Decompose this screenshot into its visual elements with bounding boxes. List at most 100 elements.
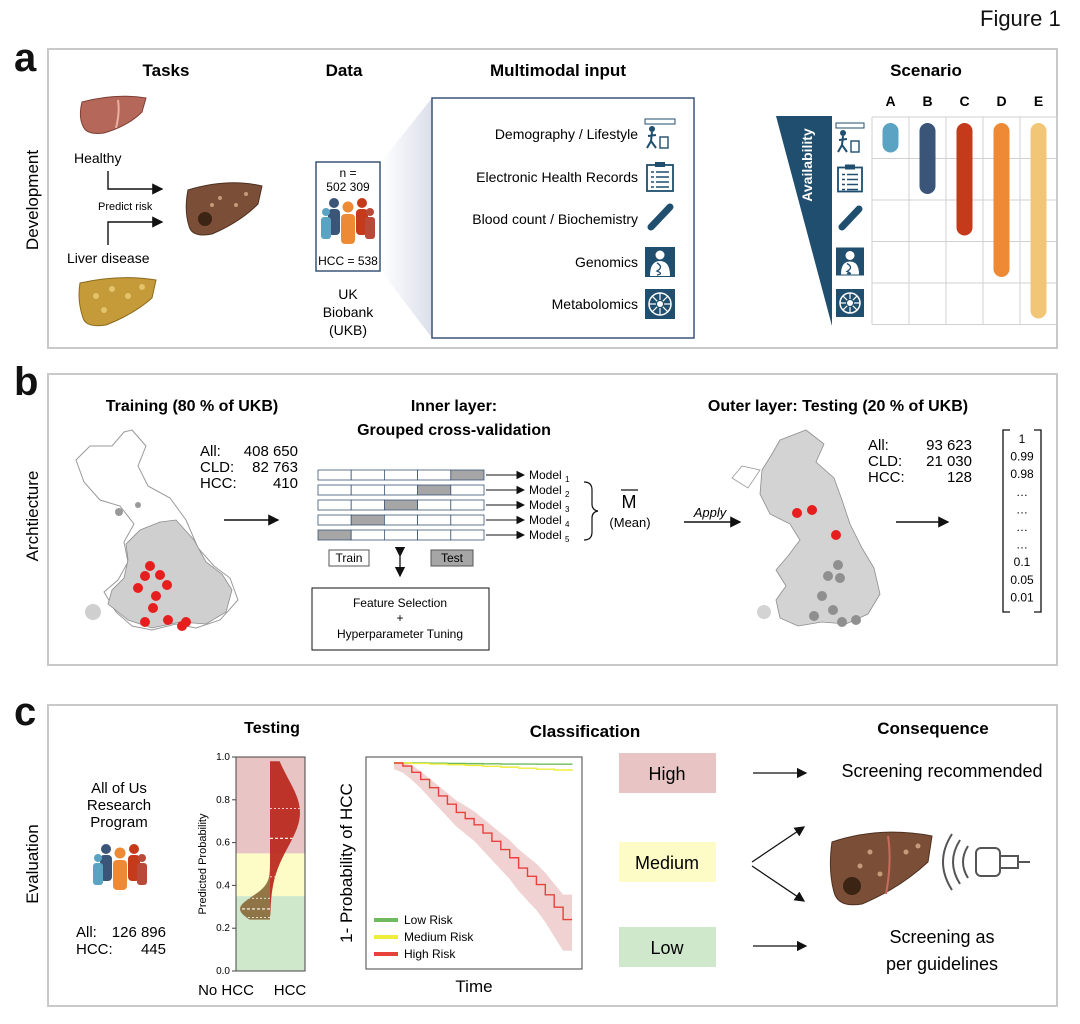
stat-value: 126 896 xyxy=(112,924,166,941)
modality-item: Genomics xyxy=(575,247,675,277)
n-label: n = xyxy=(339,166,356,180)
cv-fold-test xyxy=(383,499,418,511)
stat-label: HCC: xyxy=(868,469,905,486)
scenario-bar xyxy=(956,123,973,236)
violin-axes-frame xyxy=(235,756,306,972)
model-subscript: 1 xyxy=(565,475,570,484)
medium-arrow-down xyxy=(751,865,806,902)
zoom-connector xyxy=(381,98,432,338)
test-tube-icon xyxy=(647,203,674,231)
cv-fold-train xyxy=(383,469,418,481)
consequence-low-line1: Screening as xyxy=(889,927,994,947)
fatty-liver-icon xyxy=(78,277,157,327)
cv-fold-train xyxy=(450,514,485,526)
scenario-column-label: C xyxy=(959,93,969,109)
risk-box-medium xyxy=(619,842,716,882)
modality-item: Demography / Lifestyle xyxy=(495,118,676,149)
uk-map-training xyxy=(75,429,239,631)
stat-label: All: xyxy=(200,443,221,460)
train-legend-label: Train xyxy=(336,551,363,565)
vector-value: 0.99 xyxy=(1010,450,1034,464)
modality-label: Metabolomics xyxy=(552,296,638,312)
assessment-centre-dot xyxy=(151,591,161,601)
risk-box-label: High xyxy=(648,764,685,784)
population-icon-aou xyxy=(93,844,147,890)
cv-fold-train xyxy=(417,514,452,526)
risk-box-low xyxy=(619,927,716,967)
cv-fold-train xyxy=(350,484,385,496)
assessment-centre-dot xyxy=(133,583,143,593)
medium-arrow-up xyxy=(751,826,806,863)
panel-b-side-label: Archtiecture xyxy=(23,471,42,562)
cv-fold-train xyxy=(383,514,418,526)
vector-value: 0.98 xyxy=(1010,467,1034,481)
cancer-liver-icon xyxy=(185,182,263,236)
uk-map-testing xyxy=(731,429,881,627)
cv-fold-train xyxy=(383,529,418,541)
stat-label: CLD: xyxy=(200,459,234,476)
assessment-centre-dot xyxy=(148,603,158,613)
scenario-bar xyxy=(1030,123,1047,319)
cv-fold-train xyxy=(317,469,352,481)
mean-label: (Mean) xyxy=(609,515,650,530)
x-category-label: HCC xyxy=(274,982,307,999)
vector-value: 0.1 xyxy=(1014,555,1031,569)
models-brace xyxy=(583,481,599,541)
cv-fold-train xyxy=(383,484,418,496)
model-subscript: 2 xyxy=(565,490,570,499)
y-tick-label: 1.0 xyxy=(216,752,230,763)
modality-item: Metabolomics xyxy=(552,289,675,319)
cv-fold-train xyxy=(450,529,485,541)
feature-line2: + xyxy=(396,611,403,625)
modality-label: Demography / Lifestyle xyxy=(495,126,638,142)
km-xlabel: Time xyxy=(455,977,492,996)
stat-value: 93 623 xyxy=(926,437,972,454)
program-line3: Program xyxy=(90,814,148,831)
mean-symbol: M xyxy=(622,492,637,512)
cv-fold-test xyxy=(450,469,485,481)
multimodal-title: Multimodal input xyxy=(490,61,626,80)
predict-risk-label: Predict risk xyxy=(98,201,153,213)
assessment-centre-dot xyxy=(140,571,150,581)
survival-curve xyxy=(394,762,573,771)
stat-label: HCC: xyxy=(200,475,237,492)
cv-fold-test xyxy=(350,514,385,526)
dna-person-icon xyxy=(836,247,864,276)
feature-line1: Feature Selection xyxy=(353,596,447,610)
classification-title: Classification xyxy=(530,722,641,741)
panel-letter-b: b xyxy=(14,360,39,404)
availability-label: Availability xyxy=(799,128,815,202)
model-subscript: 4 xyxy=(565,520,570,529)
cv-fold-train xyxy=(350,469,385,481)
scenario-column-label: E xyxy=(1034,93,1043,109)
cv-fold-train xyxy=(350,499,385,511)
violin-half xyxy=(240,864,270,920)
clipboard-icon xyxy=(646,162,674,192)
stat-label: CLD: xyxy=(868,453,902,470)
assessment-centre-dot xyxy=(833,560,843,570)
test-legend-label: Test xyxy=(441,551,464,565)
assessment-centre-dot xyxy=(823,571,833,581)
tasks-title: Tasks xyxy=(143,61,190,80)
healthy-arrow xyxy=(107,171,164,195)
ukb-line3: (UKB) xyxy=(329,322,367,338)
apply-label: Apply xyxy=(693,505,728,520)
cancer-liver-icon-large xyxy=(829,831,933,906)
stat-value: 445 xyxy=(141,941,166,958)
clipboard-icon xyxy=(837,164,863,193)
stat-label: HCC: xyxy=(76,941,113,958)
km-ylabel: 1- Probability of HCC xyxy=(337,783,356,943)
stat-value: 128 xyxy=(947,469,972,486)
stat-value: 408 650 xyxy=(244,443,298,460)
n-value: 502 309 xyxy=(326,180,370,194)
y-tick-label: 0.6 xyxy=(216,838,230,849)
train-legend xyxy=(328,549,370,567)
violin-ylabel: Predicted Probability xyxy=(197,813,209,914)
healthy-label: Healthy xyxy=(74,150,121,166)
inner-title-line2: Grouped cross-validation xyxy=(357,422,551,439)
cv-fold-train xyxy=(350,529,385,541)
cv-fold-train xyxy=(417,529,452,541)
availability-wedge xyxy=(776,116,832,326)
dna-person-icon xyxy=(645,247,675,277)
